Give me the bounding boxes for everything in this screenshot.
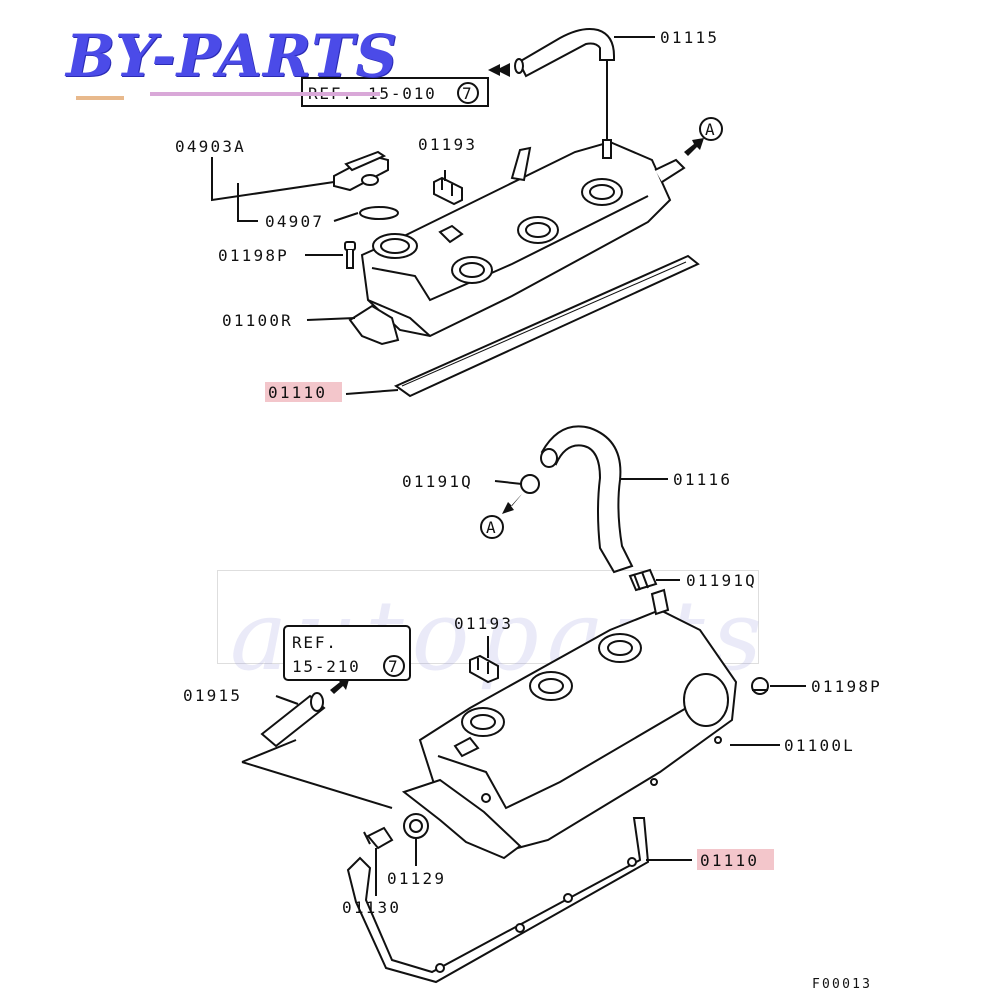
label-01100R: 01100R <box>222 311 293 330</box>
oil-filler-cap-04903A <box>333 150 389 192</box>
hose-clamp-01191Q-left <box>520 474 540 494</box>
label-01191Q-right: 01191Q <box>686 571 757 590</box>
cap-gasket-04907 <box>359 206 399 220</box>
flow-arrow-top <box>488 63 510 77</box>
bolt-01198P-top <box>344 241 356 269</box>
marker-a-bottom: A <box>480 515 504 539</box>
rocker-cover-left <box>418 588 738 852</box>
label-01129: 01129 <box>387 869 446 888</box>
label-01110-bottom: 01110 <box>700 851 759 870</box>
logo-underline <box>150 92 380 96</box>
label-01100L: 01100L <box>784 736 855 755</box>
label-01130: 01130 <box>342 898 401 917</box>
highlight-01110-bottom <box>697 849 774 870</box>
ref-bottom-code: 15-210 <box>292 657 361 676</box>
label-01193-bottom: 01193 <box>454 614 513 633</box>
gasket-01110-top <box>393 254 700 398</box>
label-01191Q-left: 01191Q <box>402 472 473 491</box>
ref-top-circle: 7 <box>462 84 473 103</box>
ref-bottom-circle: 7 <box>388 657 399 676</box>
breather-hose-01115 <box>514 28 615 78</box>
flow-arrow-a-top <box>684 138 704 156</box>
clip-01193-top <box>433 176 463 206</box>
label-04903A: 04903A <box>175 137 246 156</box>
ref-bottom-prefix: REF. <box>292 633 338 652</box>
label-01116: 01116 <box>673 470 732 489</box>
svg-text:A: A <box>486 518 497 537</box>
ref-top-code: 15-010 <box>368 84 437 103</box>
leader-lines-top <box>211 36 655 395</box>
ref-box-bottom: REF. 15-210 7 <box>283 625 411 681</box>
grommet-01129 <box>403 813 429 839</box>
brand-logo: BY-PARTS <box>66 22 399 90</box>
label-01193-top: 01193 <box>418 135 477 154</box>
logo-underline-accent <box>76 96 124 100</box>
clip-01193-bottom <box>469 654 499 684</box>
label-04907: 04907 <box>265 212 324 231</box>
bracket-top <box>510 146 532 182</box>
rocker-cover-right <box>348 139 686 346</box>
label-01110-top: 01110 <box>268 383 327 402</box>
breather-hose-01116 <box>540 425 634 574</box>
gasket-bottom-holes <box>435 857 637 973</box>
figure-code: F00013 <box>812 977 872 992</box>
hose-clamp-01191Q-right <box>628 568 658 592</box>
pcv-hose-01915 <box>260 692 326 748</box>
baffle-plate <box>401 778 522 860</box>
highlight-01110-top <box>265 382 342 402</box>
marker-a-top: A <box>699 117 723 141</box>
gasket-01110-bottom <box>346 817 650 984</box>
label-01915: 01915 <box>183 686 242 705</box>
bolt-01198P-right <box>751 677 769 695</box>
pcv-valve-01130 <box>363 826 394 850</box>
label-01198P-top: 01198P <box>218 246 289 265</box>
label-01198P-right: 01198P <box>811 677 882 696</box>
svg-text:A: A <box>705 120 716 139</box>
flow-arrow-a-bottom <box>502 494 522 514</box>
leader-lines-bottom <box>241 478 806 896</box>
label-01115: 01115 <box>660 28 719 47</box>
